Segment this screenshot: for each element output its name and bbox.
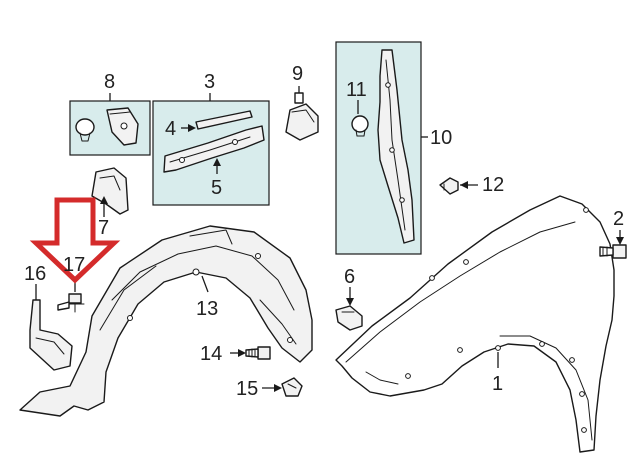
callout-15: 15 bbox=[236, 378, 258, 400]
part-2-bolt[interactable] bbox=[599, 244, 627, 259]
callout-2: 2 bbox=[613, 208, 624, 230]
part-4-seal-strip[interactable] bbox=[195, 110, 253, 130]
part-13-fender-liner[interactable] bbox=[19, 225, 313, 417]
arrowhead-14 bbox=[238, 349, 246, 357]
part-9-bracket[interactable] bbox=[285, 92, 319, 141]
arrowhead-2 bbox=[616, 237, 624, 245]
callout-10: 10 bbox=[430, 127, 452, 149]
callout-13: 13 bbox=[196, 298, 218, 320]
part-8-bracket[interactable] bbox=[106, 107, 139, 146]
part-5-bracket[interactable] bbox=[163, 125, 265, 173]
callout-3: 3 bbox=[204, 71, 215, 93]
arrowhead-4 bbox=[188, 124, 196, 132]
callout-4: 4 bbox=[165, 118, 176, 140]
callout-17: 17 bbox=[63, 254, 85, 276]
callout-5: 5 bbox=[211, 177, 222, 199]
part-16-bracket[interactable] bbox=[29, 299, 73, 371]
arrowhead-7 bbox=[100, 196, 108, 204]
arrowhead-6 bbox=[346, 298, 354, 306]
part-6-clip[interactable] bbox=[335, 305, 363, 331]
part-11-clip[interactable] bbox=[351, 115, 369, 137]
arrowhead-15 bbox=[274, 384, 282, 392]
part-17-screw[interactable] bbox=[57, 293, 85, 313]
highlight-arrow bbox=[29, 197, 121, 284]
arrowhead-5 bbox=[213, 158, 221, 166]
callout-7: 7 bbox=[98, 217, 109, 239]
callout-6: 6 bbox=[344, 266, 355, 288]
callout-12: 12 bbox=[482, 174, 504, 196]
callout-1: 1 bbox=[492, 373, 503, 395]
part-7-splash-shield[interactable] bbox=[91, 167, 129, 215]
arrowhead-12 bbox=[460, 181, 468, 189]
part-14-bolt[interactable] bbox=[245, 346, 271, 360]
callout-14: 14 bbox=[200, 343, 222, 365]
part-8-clip[interactable] bbox=[75, 118, 95, 142]
callout-9: 9 bbox=[292, 63, 303, 85]
part-1-fender-panel[interactable] bbox=[335, 195, 615, 453]
callout-11: 11 bbox=[346, 79, 367, 101]
part-15-clip[interactable] bbox=[281, 377, 303, 397]
callout-16: 16 bbox=[24, 263, 46, 285]
callout-8: 8 bbox=[104, 71, 115, 93]
part-12-clip[interactable] bbox=[439, 177, 459, 195]
part-10-long-bracket[interactable] bbox=[377, 49, 415, 244]
